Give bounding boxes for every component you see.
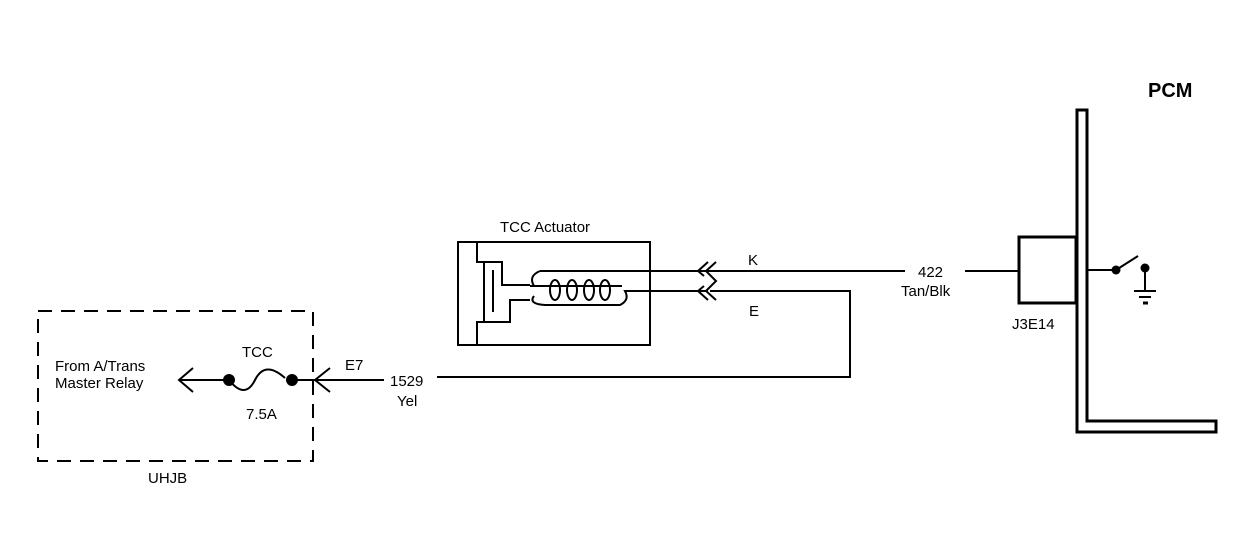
uhjb-outline: [37, 310, 314, 462]
wire-422-circuit: 422: [918, 264, 943, 281]
actuator-plunger-bottom: [484, 299, 530, 323]
source-line1: From A/Trans: [55, 358, 145, 375]
wire-1529-circuit: 1529: [390, 373, 423, 390]
solenoid-coil-icon: [530, 270, 708, 306]
source-arrow-icon: [177, 367, 194, 393]
pin-e-label: E: [749, 303, 759, 320]
wire-422: 422 Tan/Blk K: [708, 252, 1019, 300]
uhjb-junction-block: UHJB From A/Trans Master Relay TCC 7.5A: [37, 310, 315, 487]
pcm-module: PCM J3E14: [1012, 80, 1218, 434]
actuator-housing: [457, 241, 651, 346]
wire-1529-color: Yel: [397, 393, 417, 410]
actuator-plunger-top: [484, 261, 530, 286]
actuator-label: TCC Actuator: [500, 219, 590, 236]
pin-k-label: K: [748, 252, 758, 269]
internal-switch-icon: [1088, 255, 1150, 290]
uhjb-label: UHJB: [148, 470, 187, 487]
pcm-housing: [1075, 108, 1218, 434]
wire-1529: 1529 Yel E7: [310, 357, 423, 410]
tcc-actuator: TCC Actuator: [457, 219, 708, 346]
fuse-icon: [223, 368, 298, 391]
wire-422-color: Tan/Blk: [901, 283, 951, 300]
actuator-connector-icon: [696, 261, 718, 301]
pcm-connector-block: [1017, 235, 1078, 305]
pcm-connector-label: J3E14: [1012, 316, 1055, 333]
ground-icon: [1134, 290, 1156, 305]
pcm-label: PCM: [1148, 80, 1192, 102]
wire-e-return: E: [437, 290, 851, 378]
fuse-rating: 7.5A: [246, 406, 277, 423]
source-line2: Master Relay: [55, 375, 144, 392]
fuse-name: TCC: [242, 344, 273, 361]
terminal-e7-label: E7: [345, 357, 363, 374]
actuator-plunger-outer: [476, 242, 485, 345]
